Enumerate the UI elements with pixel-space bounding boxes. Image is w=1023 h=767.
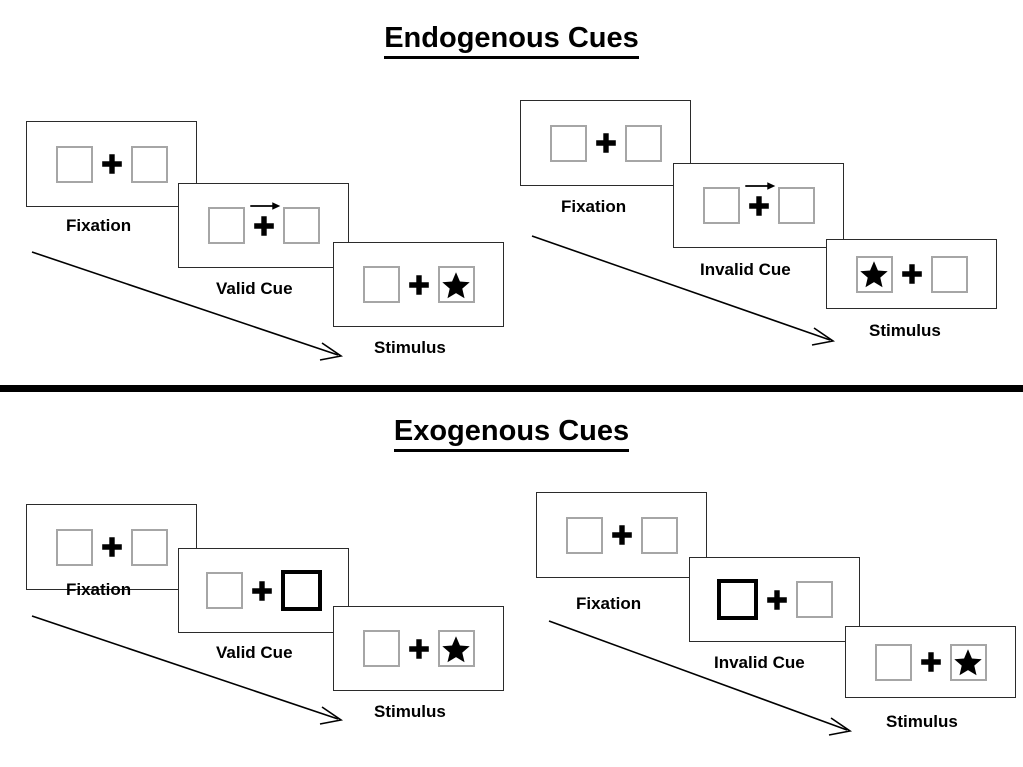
square-right <box>437 630 475 667</box>
square-right <box>624 124 662 162</box>
stage-label-exogenous-valid-cue: Valid Cue <box>216 643 293 662</box>
panel-content <box>549 124 662 162</box>
square-right <box>777 187 815 224</box>
panel-content <box>55 528 168 566</box>
panel-content <box>855 255 968 293</box>
fixation-cross-icon <box>912 651 950 673</box>
stage-label-endogenous-invalid-stimulus: Stimulus <box>869 321 941 340</box>
square-left <box>207 207 245 244</box>
square-right <box>795 581 833 618</box>
flow-arrow-endogenous-invalid <box>530 232 850 350</box>
stage-label-exogenous-invalid-stimulus: Stimulus <box>886 712 958 731</box>
panel-endogenous-valid-stimulus[interactable] <box>333 242 504 327</box>
section-title-exogenous-text: Exogenous Cues <box>393 415 630 452</box>
panel-content <box>565 516 678 554</box>
stage-label-endogenous-valid-stimulus: Stimulus <box>374 338 446 357</box>
star-target-icon <box>442 271 470 298</box>
panel-endogenous-invalid-stimulus[interactable] <box>826 239 997 309</box>
square-right <box>930 255 968 293</box>
panel-exogenous-valid-cue[interactable] <box>178 548 349 633</box>
stage-label-endogenous-invalid-cue: Invalid Cue <box>700 260 791 279</box>
fixation-cross-icon <box>758 589 796 611</box>
stage-label-exogenous-invalid-cue: Invalid Cue <box>714 653 805 672</box>
square-left <box>362 266 400 303</box>
star-target-icon <box>860 261 888 288</box>
square-right <box>640 516 678 554</box>
fixation-cross-icon <box>400 638 438 660</box>
square-left <box>205 572 243 609</box>
panel-endogenous-valid-fixation[interactable] <box>26 121 197 207</box>
section-divider <box>0 385 1023 392</box>
panel-content <box>207 201 320 244</box>
panel-exogenous-invalid-cue[interactable] <box>689 557 860 642</box>
square-left-cued <box>716 579 758 620</box>
fixation-cross-icon <box>400 274 438 296</box>
square-left <box>855 255 893 293</box>
panel-content <box>702 181 815 224</box>
panel-endogenous-invalid-cue[interactable] <box>673 163 844 248</box>
stage-label-exogenous-valid-stimulus: Stimulus <box>374 702 446 721</box>
star-target-icon <box>954 649 982 676</box>
square-right <box>282 207 320 244</box>
square-right <box>130 145 168 183</box>
panel-content <box>362 266 475 303</box>
arrow-right-cue-icon <box>249 200 281 212</box>
square-left <box>362 630 400 667</box>
fixation-cross-icon <box>243 580 281 602</box>
panel-exogenous-invalid-fixation[interactable] <box>536 492 707 578</box>
square-left <box>874 643 912 681</box>
square-left <box>549 124 587 162</box>
panel-endogenous-valid-cue[interactable] <box>178 183 349 268</box>
section-title-exogenous: Exogenous Cues <box>0 415 1023 452</box>
stage-label-endogenous-invalid-fixation: Fixation <box>561 197 627 216</box>
panel-content <box>874 643 987 681</box>
square-left <box>55 145 93 183</box>
panel-content <box>55 145 168 183</box>
square-right-cued <box>280 570 322 611</box>
panel-exogenous-invalid-stimulus[interactable] <box>845 626 1016 698</box>
square-left <box>702 187 740 224</box>
fixation-cross-icon <box>93 153 131 175</box>
stage-label-endogenous-valid-fixation: Fixation <box>66 216 132 235</box>
square-right <box>437 266 475 303</box>
square-right <box>130 528 168 566</box>
arrow-right-cue-icon <box>744 180 776 192</box>
panel-content <box>205 570 322 611</box>
section-title-endogenous-text: Endogenous Cues <box>384 22 639 59</box>
panel-exogenous-valid-stimulus[interactable] <box>333 606 504 691</box>
stage-label-endogenous-valid-cue: Valid Cue <box>216 279 293 298</box>
fixation-cross-icon <box>603 524 641 546</box>
fixation-cross-icon <box>893 263 931 285</box>
panel-exogenous-valid-fixation[interactable] <box>26 504 197 590</box>
panel-content <box>362 630 475 667</box>
fixation-cross-icon <box>245 201 283 237</box>
square-right <box>949 643 987 681</box>
stage-label-exogenous-invalid-fixation: Fixation <box>576 594 642 613</box>
stage-label-exogenous-valid-fixation: Fixation <box>66 580 132 599</box>
fixation-cross-icon <box>587 132 625 154</box>
section-title-endogenous: Endogenous Cues <box>0 22 1023 59</box>
star-target-icon <box>442 635 470 662</box>
panel-endogenous-invalid-fixation[interactable] <box>520 100 691 186</box>
square-left <box>565 516 603 554</box>
fixation-cross-icon <box>740 181 778 217</box>
panel-content <box>716 579 833 620</box>
square-left <box>55 528 93 566</box>
fixation-cross-icon <box>93 536 131 558</box>
